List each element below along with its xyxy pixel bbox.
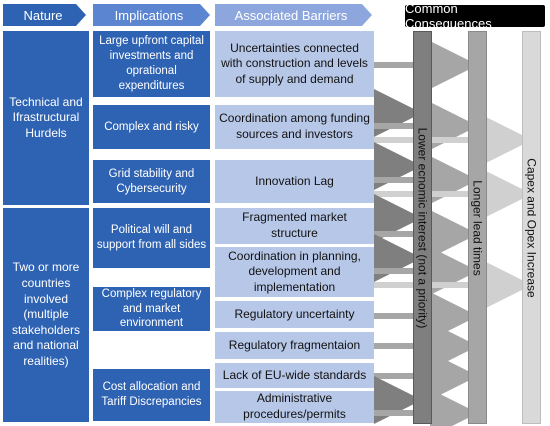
- nature-header-shape: [3, 4, 86, 26]
- barrier-planning-coordination: Coordination in planning, development an…: [215, 247, 374, 297]
- consequence-longer-lead-times: Longer lead times: [468, 31, 487, 424]
- barrier-administrative-procedures: Administrative procedures/permits: [215, 391, 374, 423]
- nature-box-technical: Technical and Ifrastructural Hurdels: [3, 31, 89, 205]
- implication-complex-risky: Complex and risky: [93, 105, 210, 149]
- nature-box-countries: Two or more countries involved (multiple…: [3, 208, 89, 422]
- consequence-capex-opex-label: Capex and Opex Increase: [524, 157, 539, 298]
- implications-header: Implications: [114, 7, 184, 23]
- implication-regulatory-env: Complex regulatory and market environmen…: [93, 287, 210, 331]
- implications-header-shape: [93, 4, 210, 26]
- barrier-regulatory-uncertainty: Regulatory uncertainty: [215, 301, 374, 328]
- implication-cost-allocation: Cost allocation and Tariff Discrepancies: [93, 369, 210, 421]
- barrier-uncertainties: Uncertainties connected with constructio…: [215, 31, 374, 97]
- implication-political-will: Political will and support from all side…: [93, 208, 210, 268]
- consequence-capex-opex: Capex and Opex Increase: [522, 31, 541, 424]
- barrier-eu-standards: Lack of EU-wide standards: [215, 363, 374, 388]
- consequence-lower-interest-label: Lower ecnomic interest (not a priority): [415, 127, 430, 328]
- implication-capital: Large upfront capital investments and op…: [93, 31, 210, 97]
- barrier-funding-coordination: Coordination among funding sources and i…: [215, 105, 374, 149]
- barriers-header: Associated Barriers: [234, 7, 348, 23]
- barrier-innovation-lag: Innovation Lag: [215, 160, 374, 203]
- consequences-header: Common Consequences: [405, 1, 545, 31]
- consequence-lower-interest: Lower ecnomic interest (not a priority): [413, 31, 432, 424]
- barrier-regulatory-fragmentation: Regulatory fragmentaion: [215, 332, 374, 359]
- barrier-fragmented-market: Fragmented market structure: [215, 208, 374, 244]
- barriers-header-shape: [215, 4, 372, 26]
- nature-header: Nature: [23, 7, 63, 23]
- implication-grid-stability: Grid stability and Cybersecurity: [93, 160, 210, 203]
- consequence-longer-lead-times-label: Longer lead times: [470, 179, 485, 276]
